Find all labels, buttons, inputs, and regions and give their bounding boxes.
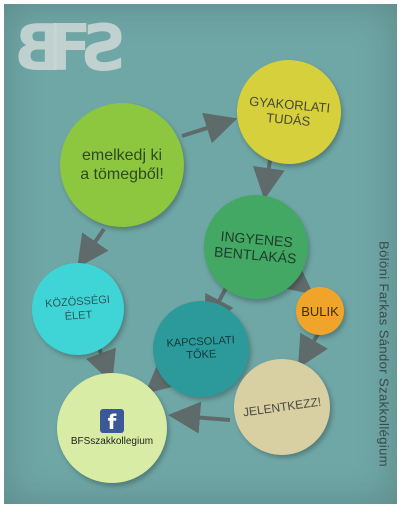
node-facebook[interactable]: f BFSszakkollegium <box>57 373 167 483</box>
arrow-emelkedj-to-kozossegi <box>77 227 109 268</box>
facebook-icon[interactable]: f <box>100 409 124 434</box>
facebook-link-label[interactable]: BFSszakkollegium <box>70 436 154 447</box>
node-ingyenes-label: INGYENES BENTLAKÁS <box>213 227 298 267</box>
node-jelentkezz-label: JELENTKEZZ! <box>242 394 322 420</box>
arrow-jelentkezz-to-facebook <box>168 401 231 434</box>
node-bulik: BULIK <box>296 287 344 335</box>
side-title: Bölöni Farkas Sándor Szakkollégium <box>376 240 392 468</box>
node-kozossegi-label: KÖZÖSSÉGI ÉLET <box>44 293 111 323</box>
node-emelkedj: emelkedj ki a tömegből! <box>60 103 184 227</box>
arrow-bulik-to-jelentkezz <box>297 332 328 369</box>
node-kapcsolati-label: KAPCSOLATI TŐKE <box>166 334 236 362</box>
node-emelkedj-label: emelkedj ki a tömegből! <box>80 147 164 183</box>
node-gyakorlati-label: GYAKORLATI TUDÁS <box>248 93 331 129</box>
arrow-gyakorlati-to-ingyenes <box>252 159 285 200</box>
node-bulik-label: BULIK <box>301 303 339 319</box>
arrow-emelkedj-to-gyakorlati <box>181 112 238 144</box>
